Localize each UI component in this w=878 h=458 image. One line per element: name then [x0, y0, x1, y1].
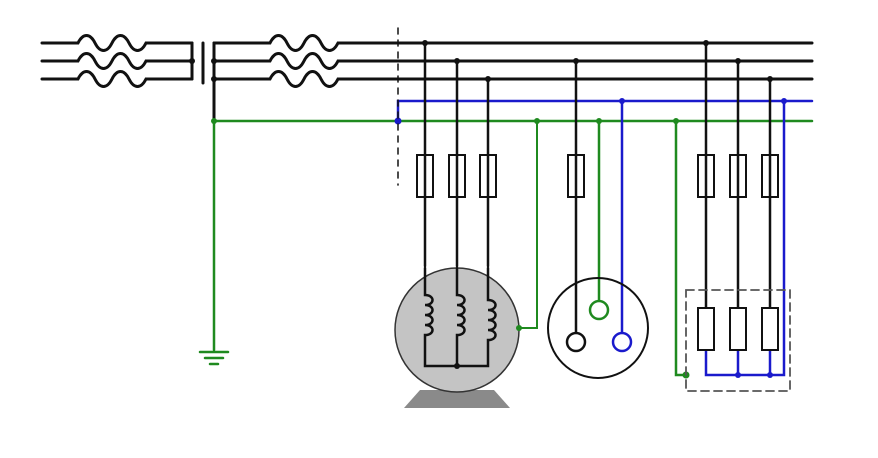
resistor-icon [697, 307, 779, 351]
junction-dot [735, 58, 741, 64]
transformer-secondary [212, 34, 814, 123]
socket-phase-pin [565, 331, 587, 353]
load-neutral [704, 99, 786, 377]
junction-dot [781, 98, 787, 104]
junction-dot [619, 98, 625, 104]
junction-dot [767, 76, 773, 82]
junction-dot [767, 372, 773, 378]
junction-dot [485, 76, 491, 82]
load-enclosure [685, 289, 791, 392]
socket-earth-pin [588, 299, 610, 321]
transformer-primary [40, 34, 194, 88]
junction-dot [735, 372, 741, 378]
load-pe [674, 119, 687, 377]
junction-dot [211, 76, 217, 82]
junction-dot [211, 58, 217, 64]
junction-dot [596, 118, 602, 124]
ground-icon [198, 350, 230, 366]
junction-dot [211, 118, 217, 124]
junction-dot [573, 58, 579, 64]
neutral-bus [396, 99, 814, 123]
junction-dot [516, 325, 522, 331]
motor-base [404, 390, 510, 408]
junction-dot [454, 58, 460, 64]
primary-star-point [189, 58, 195, 64]
pen-split-dot [394, 117, 402, 125]
socket-neutral-pin [611, 331, 633, 353]
junction-dot [534, 118, 540, 124]
junction-dot [673, 118, 679, 124]
socket-icon [547, 277, 649, 379]
junction-dot [422, 40, 428, 46]
junction-dot [703, 40, 709, 46]
star-point [454, 363, 460, 369]
motor-pe-conductor [518, 120, 538, 329]
